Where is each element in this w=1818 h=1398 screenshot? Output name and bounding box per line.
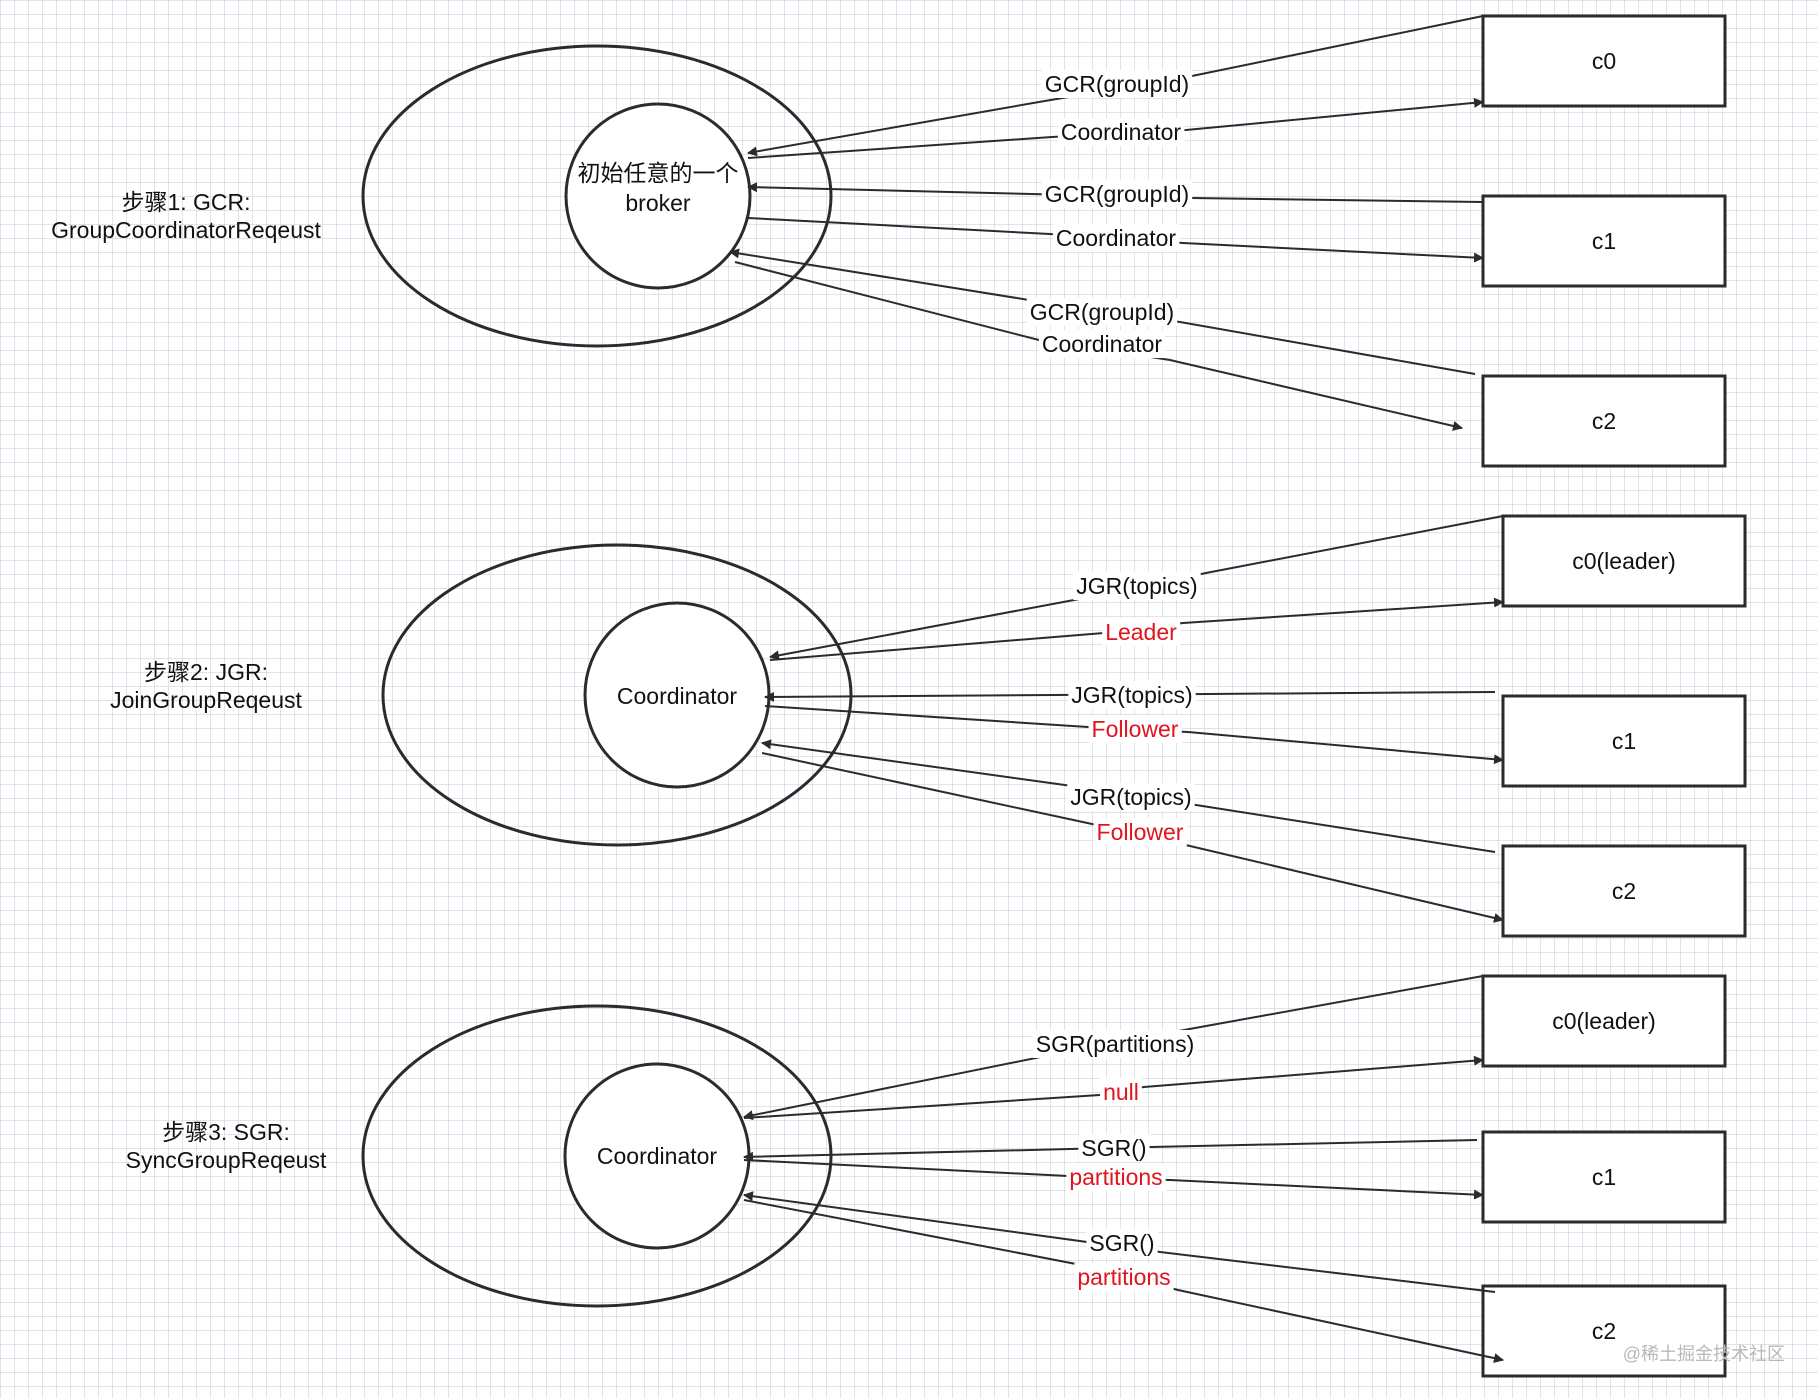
request-label-bg — [1078, 1134, 1150, 1162]
request-label: JGR(topics) — [1071, 682, 1192, 708]
request-label-bg — [1041, 180, 1193, 208]
request-label: SGR() — [1081, 1135, 1146, 1161]
request-label: SGR(partitions) — [1036, 1031, 1194, 1057]
request-label-bg — [1041, 70, 1193, 98]
request-label: JGR(topics) — [1070, 784, 1191, 810]
coordinator-label: 初始任意的一个 broker — [578, 160, 739, 216]
client-name: c2 — [1592, 408, 1616, 434]
coordinator-label-line: Coordinator — [597, 1143, 718, 1169]
response-label: Coordinator — [1061, 119, 1182, 145]
response-label: Coordinator — [1056, 225, 1177, 251]
step-label: 步骤3: SGR:SyncGroupReqeust — [126, 1119, 327, 1173]
cluster-ellipse — [361, 1004, 833, 1308]
response-label-bg — [1088, 715, 1182, 743]
step-group-sgr: 步骤3: SGR:SyncGroupReqeust Coordinator c0(l… — [126, 974, 1727, 1378]
response-label: Follower — [1097, 819, 1184, 845]
request-arrow — [743, 1139, 1478, 1162]
step-label-line: JoinGroupReqeust — [110, 687, 302, 713]
response-label: partitions — [1077, 1264, 1170, 1290]
coordinator-circle — [564, 102, 752, 290]
step-group-jgr: 步骤2: JGR:JoinGroupReqeust Coordinator c0(l… — [110, 514, 1747, 938]
request-label-bg — [1026, 298, 1178, 326]
response-label-bg — [1038, 330, 1166, 358]
request-label-bg — [1068, 681, 1196, 709]
request-label: GCR(groupId) — [1045, 181, 1189, 207]
step-label: 步骤2: JGR:JoinGroupReqeust — [110, 659, 302, 713]
step-label-line: SyncGroupReqeust — [126, 1147, 327, 1173]
response-label: Coordinator — [1042, 331, 1163, 357]
request-label: SGR() — [1089, 1230, 1154, 1256]
client-box-0 — [1481, 14, 1727, 108]
cluster-ellipse — [361, 44, 833, 348]
request-label-bg — [1073, 572, 1201, 600]
response-label-bg — [1102, 618, 1181, 646]
coordinator-label: Coordinator — [617, 683, 738, 709]
client-name: c1 — [1592, 228, 1616, 254]
response-label-bg — [1066, 1163, 1166, 1191]
request-label-bg — [1032, 1030, 1198, 1058]
response-label: Follower — [1092, 716, 1179, 742]
client-name: c1 — [1612, 728, 1636, 754]
coordinator-label-line: Coordinator — [617, 683, 738, 709]
diagram-root: 步骤1: GCR:GroupCoordinatorReqeust 初始任意的一个 b… — [51, 14, 1747, 1378]
watermark-text: @稀土掘金技术社区 — [1623, 1344, 1785, 1364]
request-label: GCR(groupId) — [1030, 299, 1174, 325]
coordinator-label: Coordinator — [597, 1143, 718, 1169]
step-label-line: 步骤1: GCR: — [121, 189, 250, 215]
step-group-gcr: 步骤1: GCR:GroupCoordinatorReqeust 初始任意的一个 b… — [51, 14, 1727, 468]
client-box-2 — [1481, 374, 1727, 468]
client-box-0 — [1501, 514, 1747, 608]
client-box-1 — [1481, 194, 1727, 288]
client-box-0 — [1481, 974, 1727, 1068]
coordinator-label-line: 初始任意的一个 — [578, 160, 739, 186]
client-box-1 — [1501, 694, 1747, 788]
request-label: GCR(groupId) — [1045, 71, 1189, 97]
step-label: 步骤1: GCR:GroupCoordinatorReqeust — [51, 189, 321, 243]
response-label-bg — [1074, 1263, 1174, 1291]
request-label-bg — [1086, 1229, 1158, 1257]
response-label: partitions — [1069, 1164, 1162, 1190]
response-label: Leader — [1105, 619, 1177, 645]
response-label-bg — [1052, 224, 1180, 252]
step-label-line: 步骤2: JGR: — [144, 659, 268, 685]
client-name: c2 — [1612, 878, 1636, 904]
client-name: c0 — [1592, 48, 1616, 74]
client-name: c2 — [1592, 1318, 1616, 1344]
step-label-line: 步骤3: SGR: — [162, 1119, 290, 1145]
client-name: c0(leader) — [1572, 548, 1676, 574]
request-arrow — [764, 691, 1496, 702]
client-box-1 — [1481, 1130, 1727, 1224]
request-label-bg — [1067, 783, 1195, 811]
response-label-bg — [1100, 1078, 1142, 1106]
request-label: JGR(topics) — [1076, 573, 1197, 599]
client-name: c0(leader) — [1552, 1008, 1656, 1034]
cluster-ellipse — [381, 543, 853, 847]
client-box-2 — [1481, 1284, 1727, 1378]
request-arrow — [743, 1191, 1496, 1293]
client-name: c1 — [1592, 1164, 1616, 1190]
coordinator-label-line: broker — [625, 190, 691, 216]
step-label-line: GroupCoordinatorReqeust — [51, 217, 321, 243]
response-label: null — [1103, 1079, 1139, 1105]
client-box-2 — [1501, 844, 1747, 938]
response-label-bg — [1093, 818, 1187, 846]
response-label-bg — [1057, 118, 1185, 146]
